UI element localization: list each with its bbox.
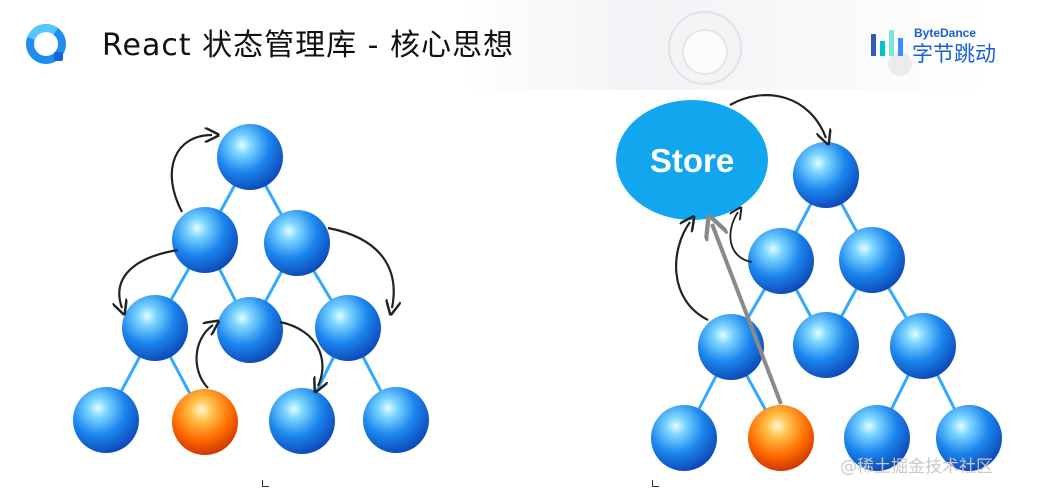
- left-tree-edges: [104, 156, 398, 423]
- arrow-down-left: [119, 248, 179, 308]
- right-tree-nodes: [651, 142, 1002, 471]
- bytedance-bars-icon: [871, 30, 903, 56]
- brand-name-en: ByteDance: [914, 26, 977, 40]
- left-l3-node-2: [217, 297, 283, 363]
- bytedance-logo: ByteDance 字节跳动: [870, 26, 1020, 66]
- arrow-down-right: [327, 226, 394, 308]
- right-l3-node-3: [890, 313, 956, 379]
- right-l4-node-1: [651, 405, 717, 471]
- left-propagation-arrows: [119, 135, 393, 388]
- right-l3-node-2: [793, 312, 859, 378]
- right-l4-node-4: [936, 405, 1002, 471]
- slide-title: React 状态管理库 - 核心思想: [102, 28, 515, 63]
- left-root-node: [217, 124, 283, 190]
- left-l4-node-4: [363, 387, 429, 453]
- slide-header: React 状态管理库 - 核心思想 ByteDance 字节跳动: [0, 0, 1038, 90]
- right-l2-node-1: [748, 228, 814, 294]
- arrow-up-to-root: [170, 135, 212, 213]
- arrow-l2-to-store: [730, 212, 753, 263]
- right-l4-node-3: [844, 405, 910, 471]
- left-l2-node-2: [264, 210, 330, 276]
- watermark: @稀土掘金技术社区: [840, 457, 993, 477]
- right-l3-node-1: [698, 314, 764, 380]
- arrow-l3-to-store: [675, 222, 709, 321]
- arrow-to-l4-node-3: [279, 320, 322, 386]
- left-l3-node-1: [122, 295, 188, 361]
- left-l4-node-orange: [172, 389, 238, 455]
- brand-name-zh: 字节跳动: [912, 42, 996, 66]
- store-node: Store: [616, 100, 768, 220]
- arrow-orange-to-store: [712, 224, 783, 405]
- left-l4-node-3: [269, 388, 335, 454]
- arrow-store-to-root: [729, 94, 826, 138]
- right-root-node: [793, 142, 859, 208]
- slide-corner-mark: [262, 480, 269, 487]
- store-label: Store: [650, 142, 734, 179]
- left-tree-nodes: [73, 124, 429, 455]
- right-l4-node-orange: [748, 405, 814, 471]
- arrow-from-orange-up: [195, 325, 213, 389]
- slide-corner-mark: [652, 480, 659, 487]
- left-l3-node-3: [315, 295, 381, 361]
- right-l2-node-2: [839, 227, 905, 293]
- left-l2-node-1: [172, 207, 238, 273]
- right-store-arrows: [675, 94, 826, 405]
- app-logo-icon: [26, 24, 66, 64]
- left-l4-node-1: [73, 387, 139, 453]
- right-tree-edges: [682, 174, 971, 439]
